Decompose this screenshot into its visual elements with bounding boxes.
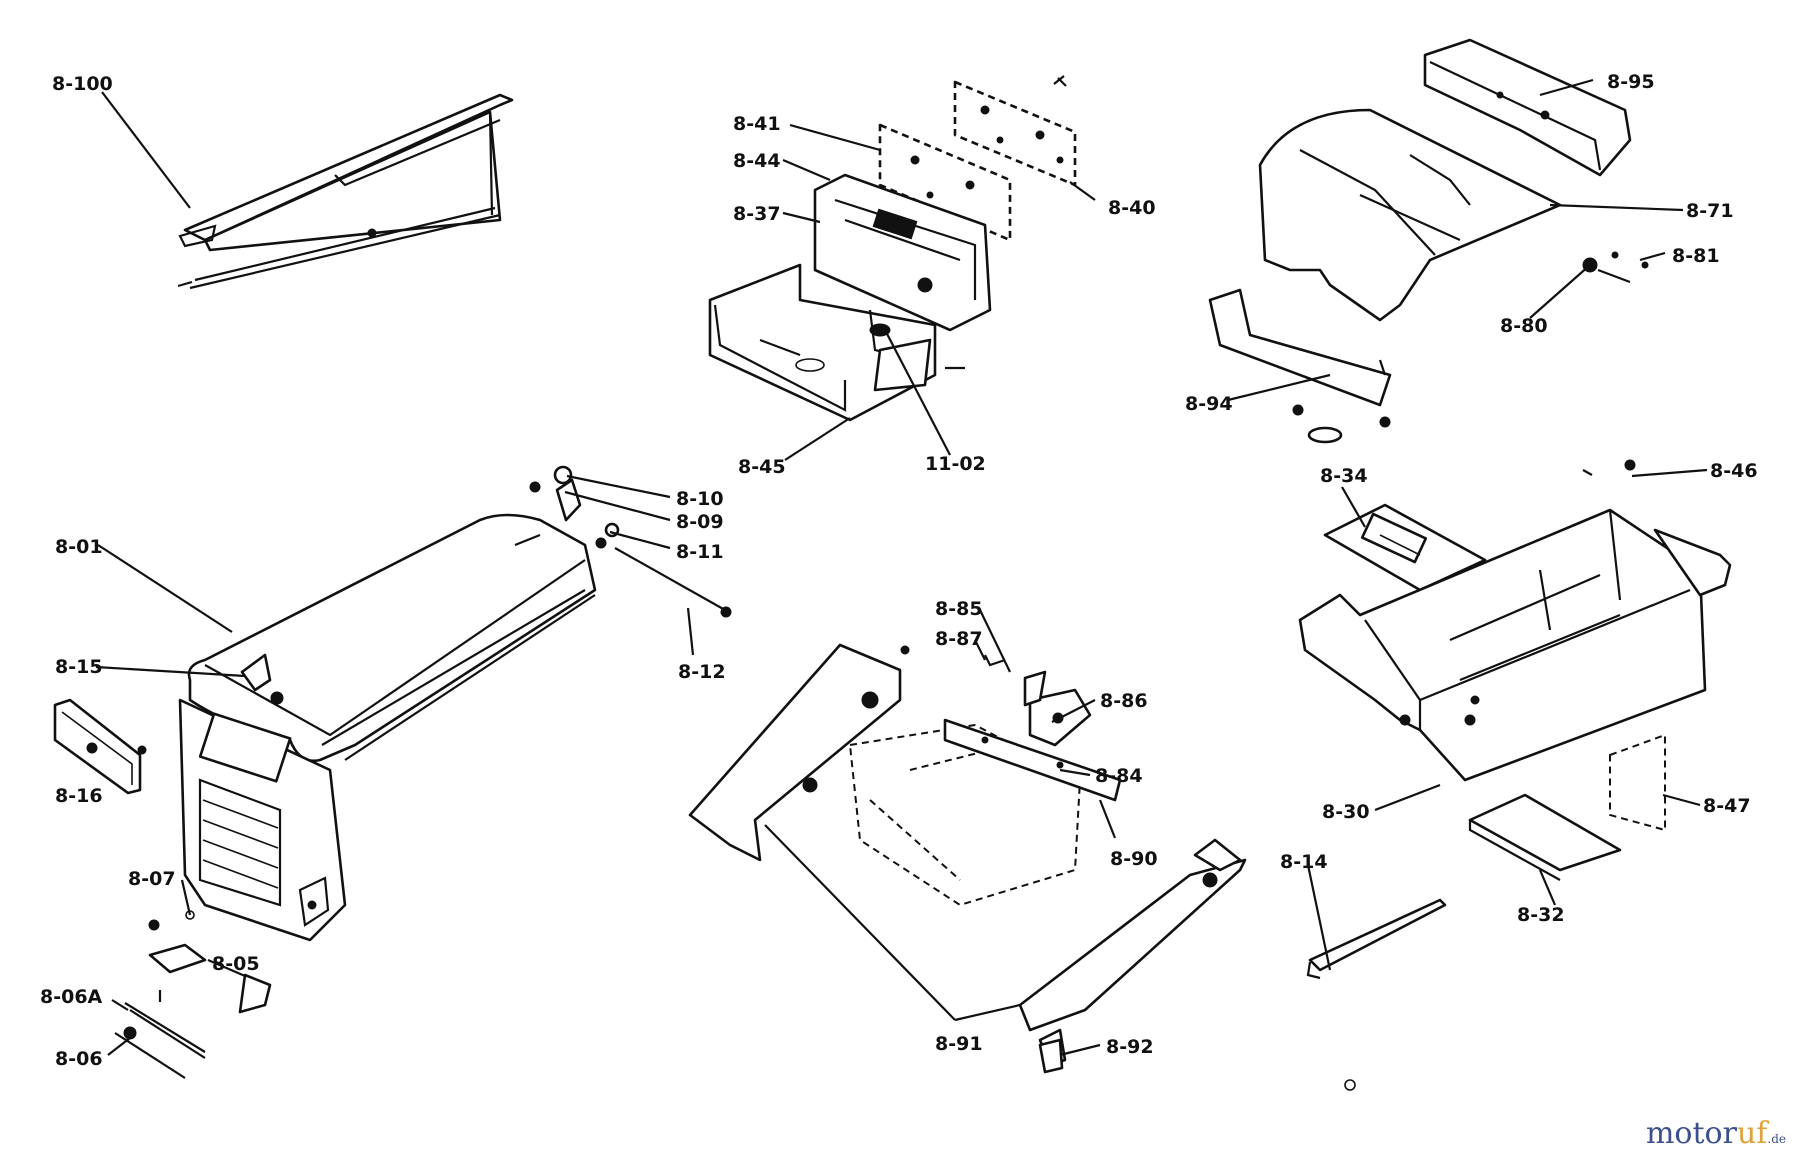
leader-lines (95, 78, 1708, 1057)
part-rear-fender (1258, 108, 1562, 322)
callout: 8-32 (1517, 904, 1565, 926)
callout: 8-95 (1607, 71, 1655, 93)
callout: 8-92 (1106, 1036, 1154, 1058)
part-footrest (1468, 793, 1622, 881)
callout: 8-01 (55, 536, 103, 558)
part-hood-linkage (529, 465, 732, 618)
part-hood (178, 513, 597, 942)
part-frame-rail (177, 93, 514, 290)
part-bracket-top (1423, 38, 1632, 177)
part-mount-plate (878, 123, 1012, 242)
callout: 8-14 (1280, 851, 1328, 873)
callout-labels: 8-100 8-41 8-44 8-37 8-40 8-45 11-02 8-9… (40, 71, 1758, 1070)
callout: 8-44 (733, 150, 781, 172)
part-hood-hinge (114, 910, 272, 1079)
part-dash-housing (813, 173, 992, 332)
callout: 8-85 (935, 598, 983, 620)
callout: 8-84 (1095, 765, 1143, 787)
callout: 8-47 (1703, 795, 1751, 817)
callout: 8-16 (55, 785, 103, 807)
callout: 8-06A (40, 986, 103, 1008)
part-strap (1306, 898, 1447, 1091)
watermark-part: .de (1767, 1132, 1786, 1146)
part-small-hardware (1582, 251, 1649, 284)
callout: 8-11 (676, 541, 724, 563)
part-plate (953, 75, 1077, 187)
callout: 8-94 (1185, 393, 1233, 415)
callout: 8-06 (55, 1048, 103, 1070)
callout: 8-45 (738, 456, 786, 478)
callout: 8-91 (935, 1033, 983, 1055)
grille (198, 778, 282, 907)
callout: 8-37 (733, 203, 781, 225)
callout: 8-10 (676, 488, 724, 510)
callout: 8-07 (128, 868, 176, 890)
callout: 8-80 (1500, 315, 1548, 337)
callout: 8-05 (212, 953, 260, 975)
part-wire-clips (900, 645, 1047, 707)
callout: 8-12 (678, 661, 726, 683)
part-axle-support (688, 643, 1247, 1067)
callout: 8-71 (1686, 200, 1734, 222)
watermark-part: uf (1736, 1116, 1768, 1151)
callout: 8-15 (55, 656, 103, 678)
watermark-logo: motoruf.de (1646, 1116, 1786, 1151)
callout: 8-46 (1710, 460, 1758, 482)
callout: 8-100 (52, 73, 113, 95)
part-emblem (53, 698, 147, 795)
part-main-frame (1298, 459, 1732, 782)
part-clip (1038, 1038, 1064, 1074)
callout: 8-81 (1672, 245, 1720, 267)
part-hood-latch (240, 653, 284, 705)
callout: 8-34 (1320, 465, 1368, 487)
part-fender-skirt (1208, 288, 1392, 444)
callout: 8-40 (1108, 197, 1156, 219)
callout: 8-90 (1110, 848, 1158, 870)
callout: 8-86 (1100, 690, 1148, 712)
callout: 8-09 (676, 511, 724, 533)
callout: 8-41 (733, 113, 781, 135)
callout: 11-02 (925, 453, 986, 475)
part-mount-tray (708, 263, 965, 422)
watermark-part: motor (1645, 1116, 1737, 1151)
part-side-bracket (1609, 733, 1666, 832)
callout: 8-87 (935, 628, 983, 650)
callout: 8-30 (1322, 801, 1370, 823)
